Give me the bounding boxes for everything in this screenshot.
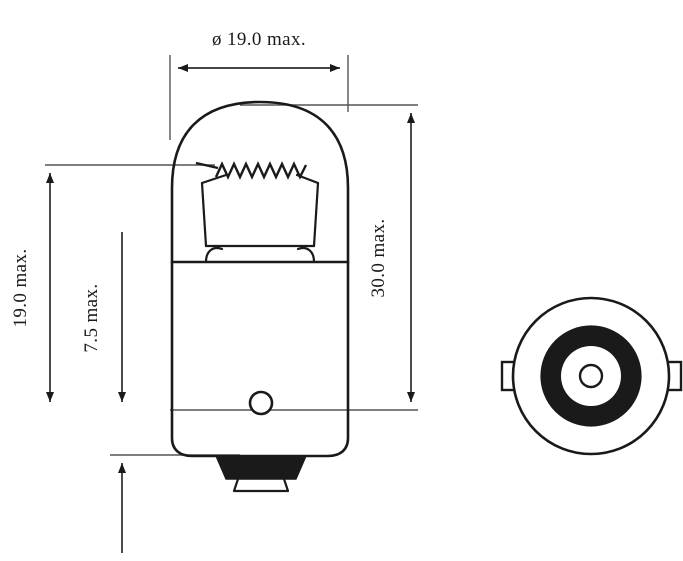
filament-support-left-top (200, 173, 228, 185)
filament (214, 161, 308, 180)
dim-label-glass-height: 19.0 max. (10, 248, 31, 327)
press-arch-right (296, 246, 316, 264)
filament-support-left (200, 181, 208, 248)
dimension-diameter: ø 19.0 max. (178, 29, 340, 72)
bayonet-pin (248, 390, 274, 416)
filament-support-right (312, 181, 320, 248)
center-contact (578, 363, 604, 389)
base-contact-block (215, 455, 307, 480)
press-arch-left (204, 246, 224, 264)
dim-label-overall-height: 30.0 max. (368, 218, 389, 297)
filament-support-right-top (295, 173, 320, 185)
extension-lines (45, 55, 418, 456)
base-contact-foot (232, 477, 290, 493)
dimension-glass-height: 19.0 max. (10, 173, 54, 402)
glass-envelope (170, 100, 350, 264)
dimension-overall-height: 30.0 max. (368, 113, 415, 402)
dim-label-diameter: ø 19.0 max. (212, 29, 306, 50)
filament-lead-left (195, 161, 219, 170)
dimension-cap-height: 7.5 max. (81, 232, 126, 553)
metal-cap (170, 260, 350, 458)
dim-label-cap-height: 7.5 max. (81, 283, 102, 352)
end-view (500, 296, 683, 456)
side-view (170, 100, 350, 493)
